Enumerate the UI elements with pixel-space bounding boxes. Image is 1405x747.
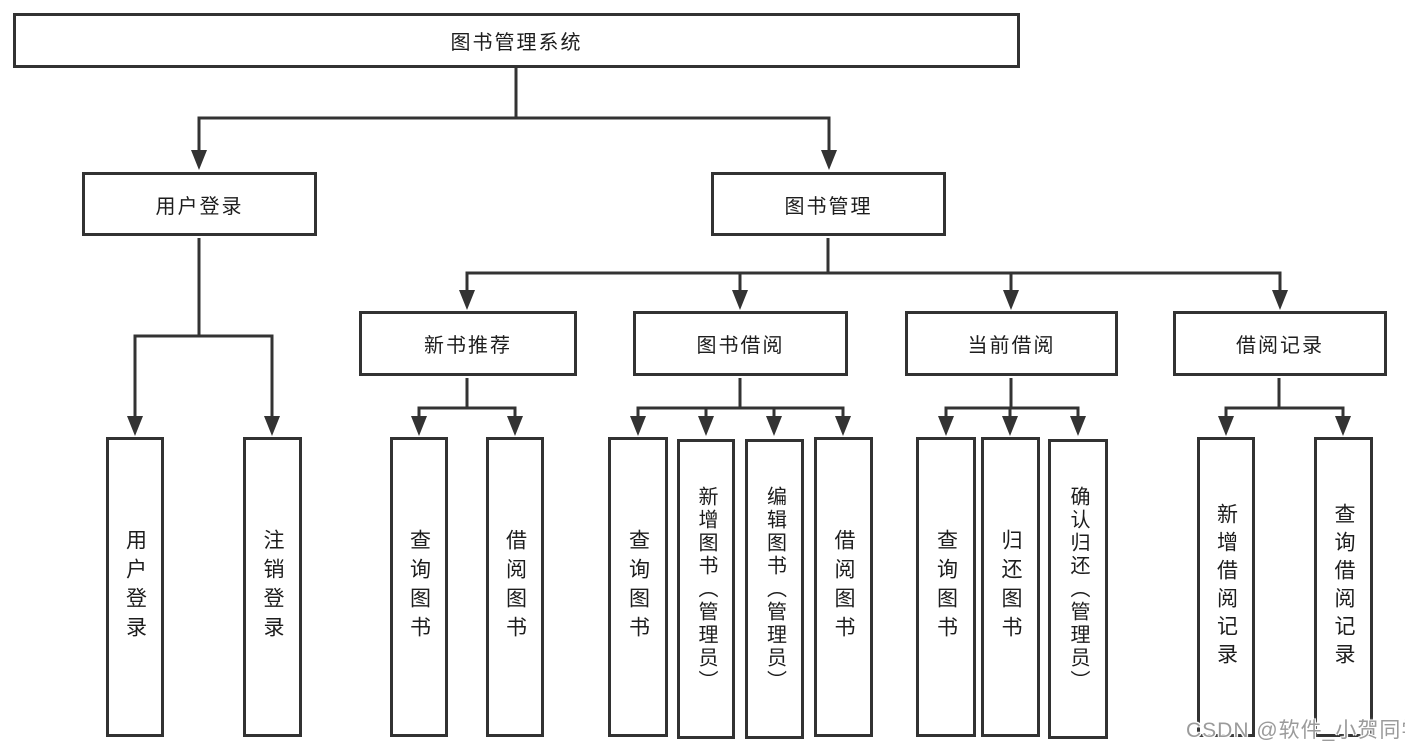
node-leaf-borrow-books-2: 借阅图书 [814, 437, 873, 737]
connector-book-mgmt-to-level3 [465, 238, 1282, 294]
node-leaf-add-books-admin: 新增图书（管理员） [677, 439, 735, 739]
node-label: 查询图书 [407, 529, 431, 645]
connector-root-to-level2 [197, 68, 831, 154]
node-label: 新增借阅记录 [1214, 503, 1238, 671]
node-current-borrowing: 当前借阅 [905, 311, 1118, 376]
node-label: 查询借阅记录 [1332, 503, 1355, 671]
node-label: 编辑图书（管理员） [763, 485, 786, 693]
node-root-system: 图书管理系统 [13, 13, 1020, 68]
node-new-book-recommend: 新书推荐 [359, 311, 577, 376]
node-leaf-query-books-1: 查询图书 [390, 437, 448, 737]
node-book-management: 图书管理 [711, 172, 946, 236]
connector-new-books-to-leaves [417, 378, 517, 420]
node-leaf-user-login: 用户登录 [106, 437, 164, 737]
node-leaf-query-books-2: 查询图书 [608, 437, 668, 737]
node-label: 归还图书 [999, 529, 1022, 645]
connector-current-to-leaves [944, 378, 1080, 420]
connector-records-to-leaves [1224, 378, 1345, 420]
connector-user-login-to-leaves [133, 238, 274, 420]
node-leaf-add-borrow-record: 新增借阅记录 [1197, 437, 1255, 737]
csdn-watermark: CSDN @软件_小贺同学 [1186, 719, 1405, 742]
connector-borrowing-to-leaves [636, 378, 845, 420]
node-leaf-logout: 注销登录 [243, 437, 302, 737]
node-label: 借阅图书 [832, 529, 855, 645]
node-leaf-query-borrow-record: 查询借阅记录 [1314, 437, 1373, 737]
node-leaf-confirm-return-admin: 确认归还（管理员） [1048, 439, 1108, 739]
node-leaf-return-books: 归还图书 [981, 437, 1040, 737]
node-label: 用户登录 [123, 529, 147, 645]
node-leaf-edit-books-admin: 编辑图书（管理员） [745, 439, 804, 739]
node-label: 注销登录 [261, 529, 284, 645]
node-borrowing-records: 借阅记录 [1173, 311, 1387, 376]
node-label: 查询图书 [626, 529, 650, 645]
node-label: 确认归还（管理员） [1067, 485, 1089, 693]
node-user-login: 用户登录 [82, 172, 317, 236]
node-leaf-query-books-3: 查询图书 [916, 437, 976, 737]
node-label: 新增图书（管理员） [695, 485, 717, 693]
node-label: 借阅图书 [503, 529, 527, 645]
node-label: 查询图书 [934, 529, 958, 645]
node-book-borrowing: 图书借阅 [633, 311, 848, 376]
node-leaf-borrow-books-1: 借阅图书 [486, 437, 544, 737]
